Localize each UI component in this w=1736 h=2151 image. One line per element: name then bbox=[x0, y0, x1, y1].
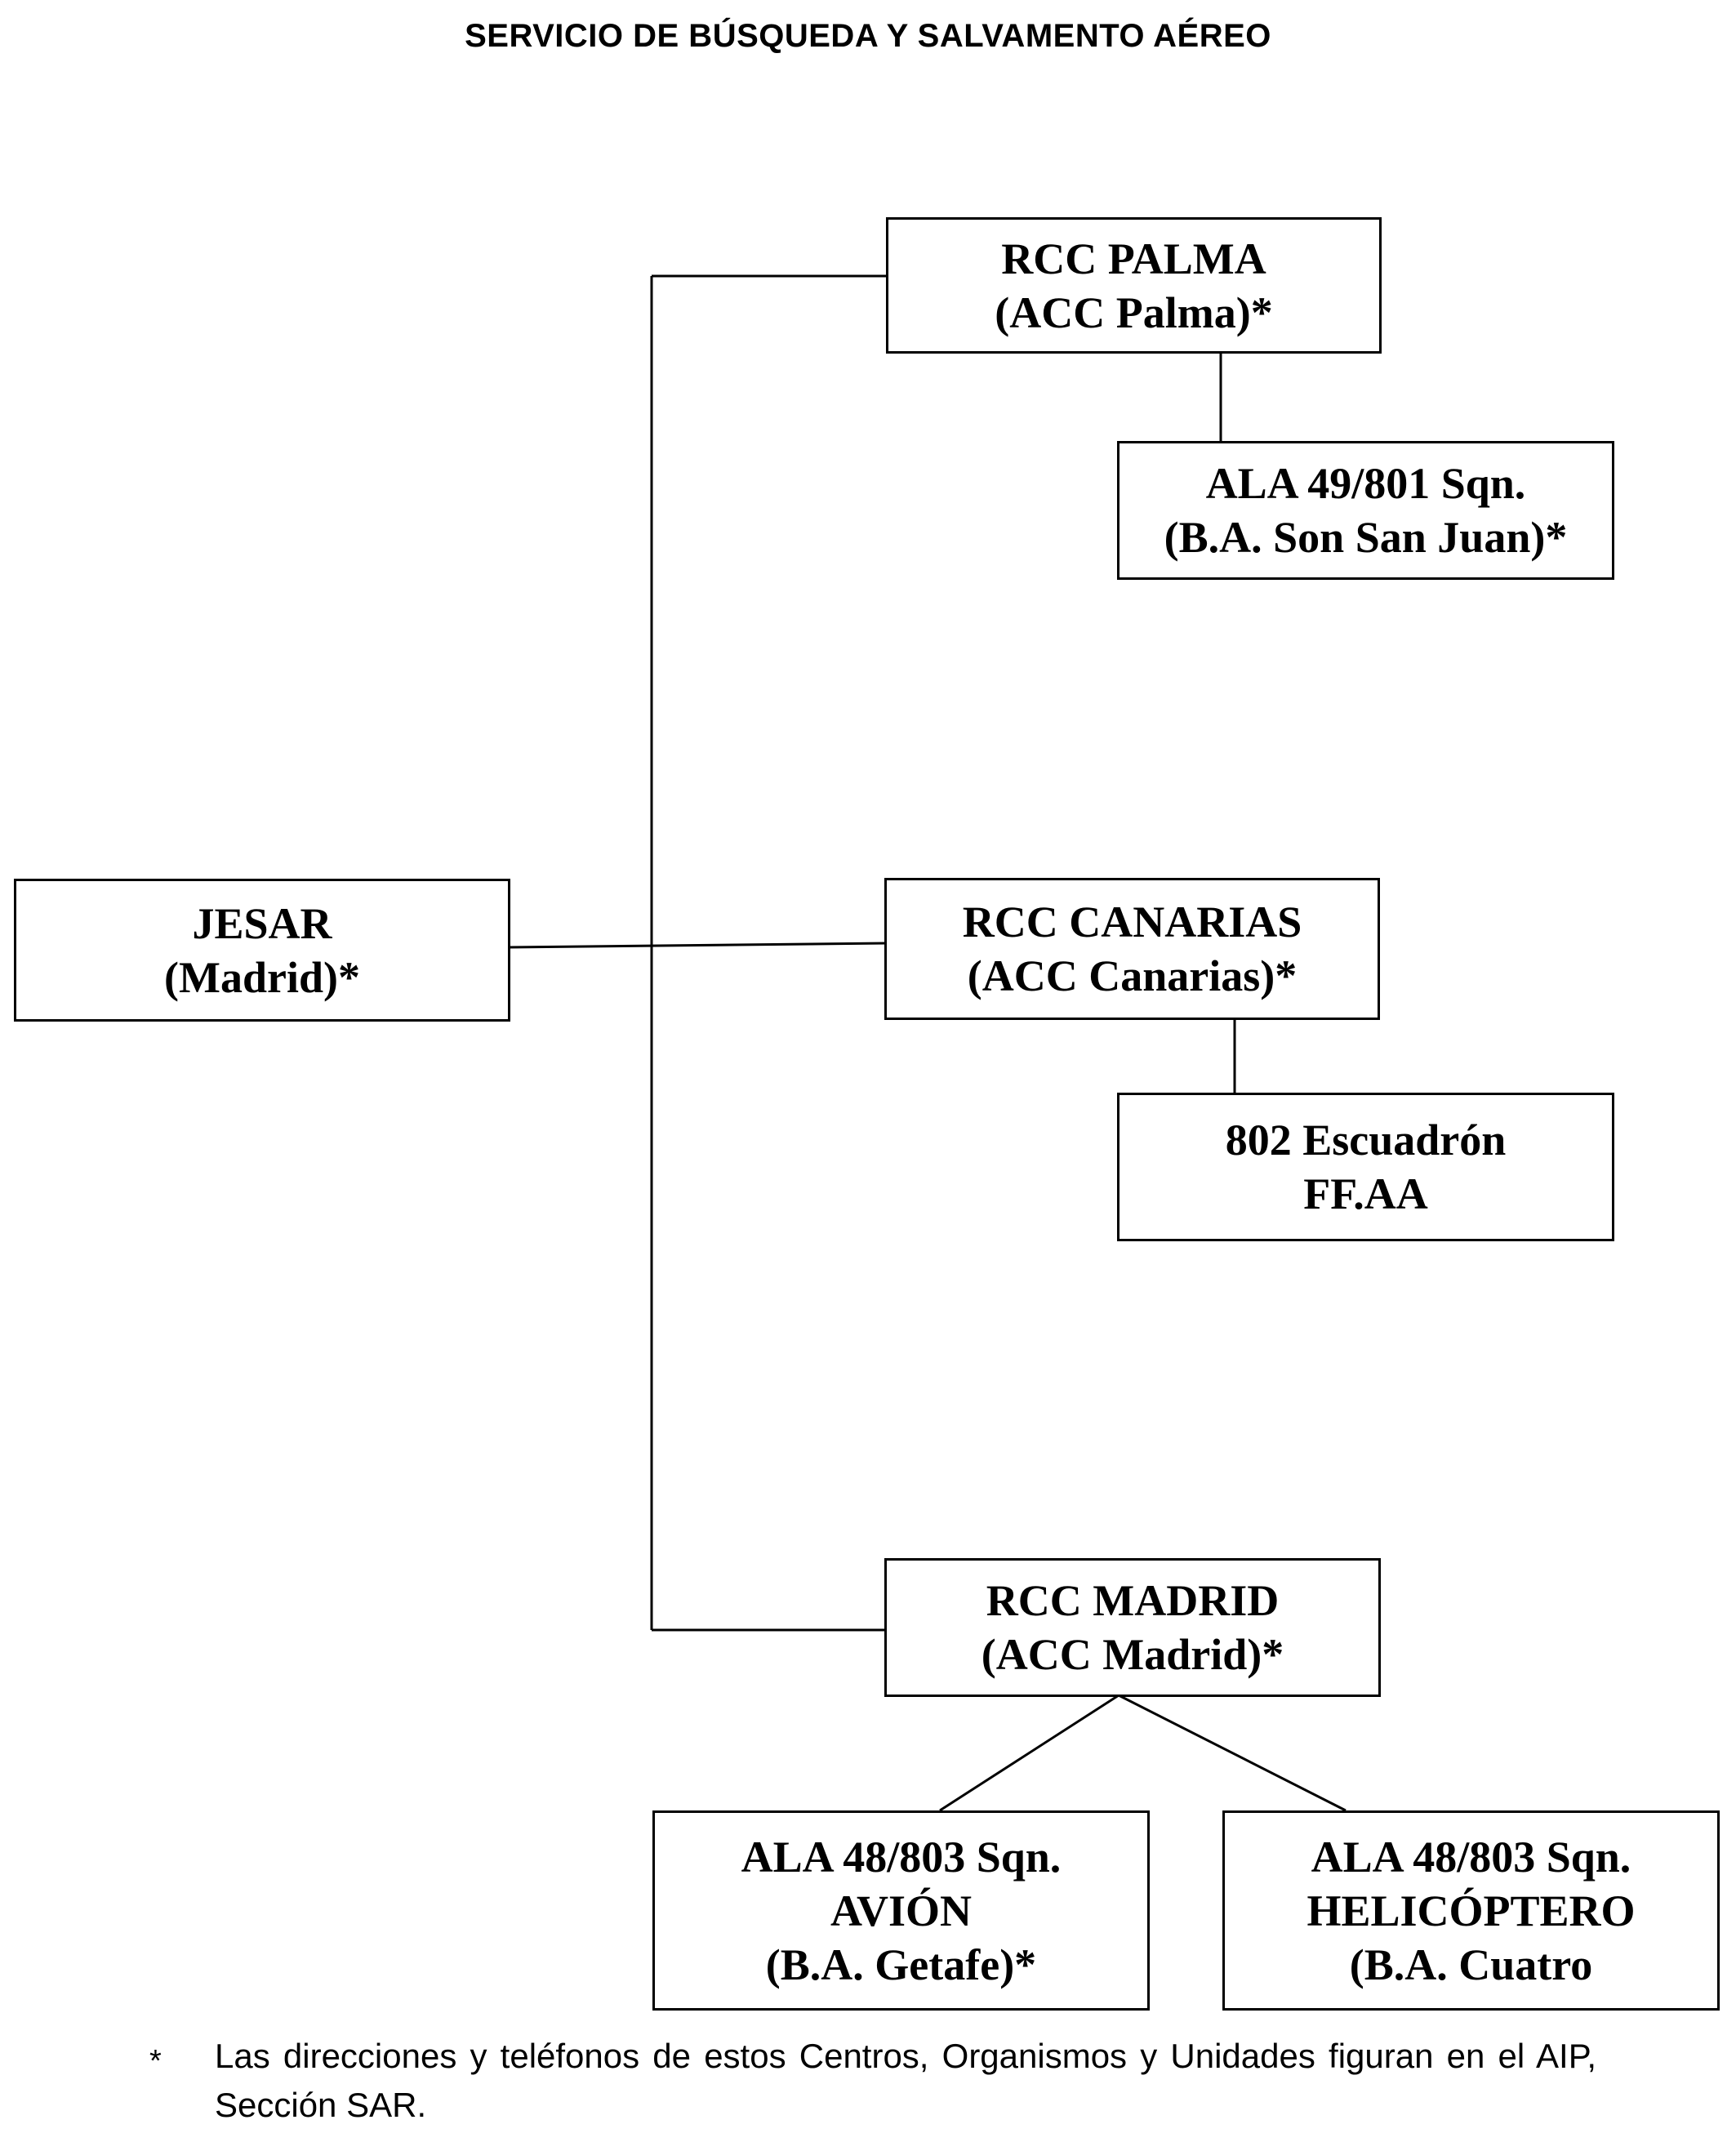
node-ala48-helicoptero-line-3: (B.A. Cuatro bbox=[1349, 1939, 1593, 1989]
node-jesar-line-1: JESAR bbox=[192, 898, 332, 948]
connector-madrid-heli bbox=[1118, 1694, 1347, 1812]
node-rcc-canarias-line-1: RCC CANARIAS bbox=[962, 897, 1302, 946]
node-802-escuadron-line-1: 802 Escuadrón bbox=[1225, 1116, 1507, 1165]
node-ala48-avion-line-3: (B.A. Getafe)* bbox=[765, 1939, 1037, 1989]
connector-madrid-avion bbox=[939, 1694, 1119, 1812]
footnote-asterisk: * bbox=[149, 2044, 162, 2078]
node-rcc-palma-line-1: RCC PALMA bbox=[1001, 234, 1266, 283]
node-rcc-canarias: RCC CANARIAS (ACC Canarias)* bbox=[884, 878, 1380, 1020]
node-ala48-avion: ALA 48/803 Sqn. AVIÓN (B.A. Getafe)* bbox=[652, 1810, 1150, 2011]
connector-jesar-canarias bbox=[508, 942, 888, 949]
footnote: * Las direcciones y teléfonos de estos C… bbox=[149, 2032, 1596, 2130]
node-rcc-canarias-line-2: (ACC Canarias)* bbox=[967, 951, 1298, 1000]
node-802-escuadron: 802 Escuadrón FF.AA bbox=[1117, 1093, 1614, 1241]
node-ala48-avion-line-2: AVIÓN bbox=[830, 1886, 973, 1935]
node-jesar: JESAR (Madrid)* bbox=[14, 879, 510, 1022]
node-ala48-helicoptero-line-2: HELICÓPTERO bbox=[1306, 1886, 1636, 1935]
node-ala49-line-2: (B.A. Son San Juan)* bbox=[1164, 513, 1568, 562]
node-ala48-helicoptero: ALA 48/803 Sqn. HELICÓPTERO (B.A. Cuatro bbox=[1222, 1810, 1720, 2011]
node-rcc-madrid-line-2: (ACC Madrid)* bbox=[981, 1630, 1284, 1679]
node-ala49: ALA 49/801 Sqn. (B.A. Son San Juan)* bbox=[1117, 441, 1614, 580]
node-802-escuadron-line-2: FF.AA bbox=[1303, 1169, 1428, 1218]
node-rcc-palma-line-2: (ACC Palma)* bbox=[995, 287, 1273, 337]
node-ala49-line-1: ALA 49/801 Sqn. bbox=[1205, 459, 1526, 508]
node-rcc-madrid: RCC MADRID (ACC Madrid)* bbox=[884, 1558, 1381, 1697]
node-ala48-avion-line-1: ALA 48/803 Sqn. bbox=[741, 1832, 1062, 1882]
footnote-text: Las direcciones y teléfonos de estos Cen… bbox=[215, 2037, 1596, 2124]
node-rcc-palma: RCC PALMA (ACC Palma)* bbox=[886, 217, 1382, 354]
page-title: SERVICIO DE BÚSQUEDA Y SALVAMENTO AÉREO bbox=[465, 18, 1271, 54]
node-ala48-helicoptero-line-1: ALA 48/803 Sqn. bbox=[1311, 1832, 1631, 1882]
node-rcc-madrid-line-1: RCC MADRID bbox=[986, 1576, 1280, 1625]
node-jesar-line-2: (Madrid)* bbox=[164, 952, 360, 1002]
